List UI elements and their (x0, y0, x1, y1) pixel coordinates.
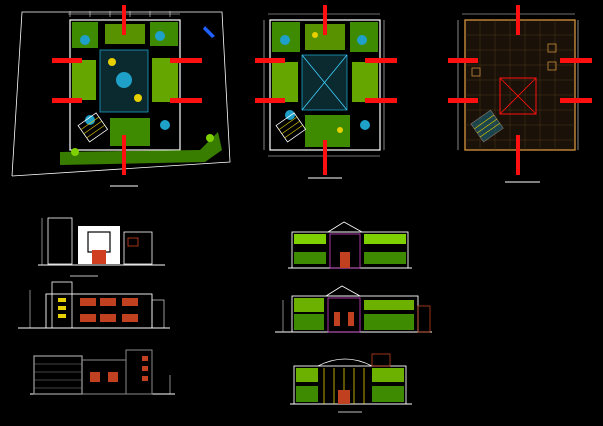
elevation-f (290, 353, 412, 413)
facade-block-right (125, 349, 153, 395)
central-bay (327, 297, 361, 333)
roof-vent (471, 67, 481, 77)
planting-band-upper (294, 234, 406, 244)
garden-strip (60, 132, 222, 165)
elevation-d (288, 221, 412, 269)
atrium-cross (301, 54, 348, 111)
section-cut-marker-icon (52, 5, 202, 175)
arched-windows (334, 312, 354, 326)
roof-plan (448, 5, 592, 183)
side-annex (151, 299, 165, 329)
elevation-c (30, 349, 175, 395)
planting-band (294, 298, 414, 312)
roof-pediment (326, 221, 364, 233)
site-boundary (11, 11, 231, 177)
roof-curve (317, 358, 373, 367)
roof-penthouse (371, 353, 391, 367)
entrance-door (92, 250, 106, 264)
north-arrow-icon (203, 26, 215, 38)
planting-pattern (272, 22, 378, 147)
elevation-a (38, 217, 165, 277)
stair-windows (142, 356, 148, 381)
entrance-door (338, 390, 350, 404)
first-floor-plan (255, 5, 397, 179)
roof-vent (547, 43, 557, 53)
facade-cladding (34, 363, 82, 389)
entrance-door (340, 252, 350, 268)
stair-tower (51, 281, 73, 329)
window (90, 372, 100, 382)
planting-pattern (72, 22, 178, 146)
roof-pediment (324, 285, 362, 297)
window-row-upper (80, 298, 138, 306)
facade-right (123, 231, 153, 265)
window-row-lower (80, 314, 138, 322)
stair-block (275, 112, 307, 143)
skylight-cross (499, 77, 537, 115)
planting-band-lower (296, 386, 404, 402)
planting-band-lower (294, 252, 406, 264)
ground-floor-plan (11, 5, 231, 187)
window (127, 237, 139, 247)
stair-windows (58, 298, 66, 318)
facade-left (47, 217, 73, 265)
window (108, 372, 118, 382)
stair-block (77, 112, 109, 143)
section-cut-marker-icon (448, 5, 592, 175)
side-annex (417, 305, 431, 333)
stair-block (470, 109, 504, 143)
elevation-e (275, 285, 432, 333)
dimension-ticks (69, 11, 171, 17)
planting-band-lower (294, 314, 414, 330)
elevation-b (18, 281, 170, 329)
skylight (499, 77, 537, 115)
roof-vent (547, 61, 557, 71)
planting-band (296, 368, 404, 382)
section-cut-marker-icon (255, 5, 397, 175)
